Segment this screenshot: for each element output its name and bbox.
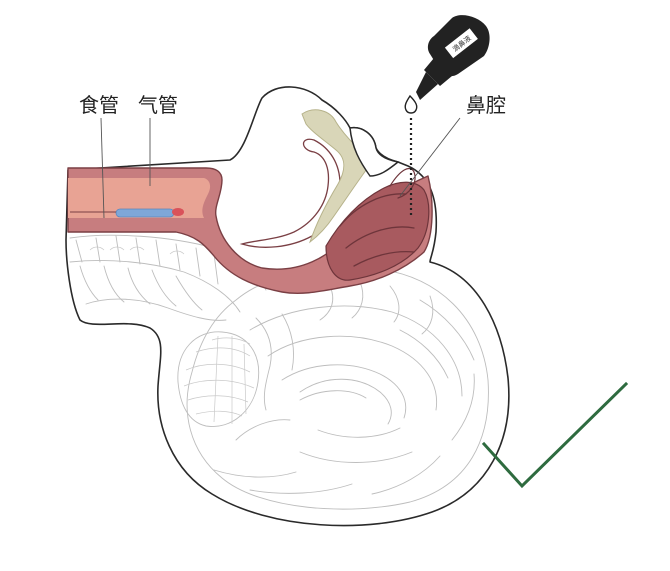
label-esophagus: 食管 — [79, 93, 119, 117]
feeding-tube — [70, 208, 184, 218]
airway-tissue — [67, 109, 433, 295]
droplet-icon — [404, 94, 418, 114]
head-outline — [65, 86, 510, 527]
label-nasal-cavity: 鼻腔 — [466, 93, 506, 117]
brain — [177, 266, 489, 510]
dropper-bottle-icon: 滴鼻液 — [416, 15, 490, 100]
nasal-cavity-leader — [399, 117, 461, 197]
esophagus-leader — [100, 117, 105, 219]
cervical-spine — [69, 234, 267, 321]
checkmark-icon — [481, 381, 629, 489]
label-trachea: 气管 — [138, 93, 178, 117]
